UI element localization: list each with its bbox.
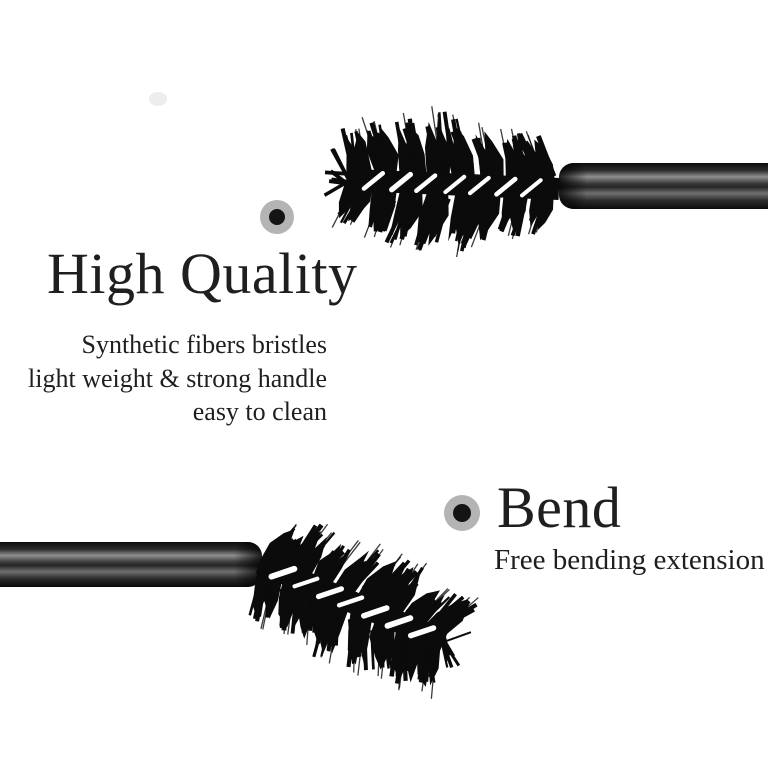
feature-line: easy to clean [192, 397, 327, 426]
bottom-wand-handle [0, 542, 262, 587]
ring-dot-icon [260, 200, 294, 234]
feature-title-bend: Bend [497, 475, 622, 540]
feature-title-high-quality: High Quality [47, 241, 358, 306]
smudge-artifact [149, 92, 167, 106]
feature-line: light weight & strong handle [28, 363, 327, 393]
ring-dot-icon [444, 495, 480, 531]
ring-dot-core [453, 504, 471, 522]
bottom-wand-handle-end-cap [234, 542, 262, 587]
top-wand-handle-end-shade [559, 163, 587, 209]
feature-description-bend: Free bending extension [494, 544, 765, 576]
feature-description-high-quality: Synthetic fibers bristles light weight &… [28, 328, 327, 429]
mascara-wand-bottom-head [248, 523, 479, 699]
feature-line: Synthetic fibers bristles [81, 330, 327, 359]
top-wand-handle [559, 163, 768, 209]
ring-dot-core [269, 209, 285, 225]
mascara-wand-top-head [323, 106, 560, 258]
